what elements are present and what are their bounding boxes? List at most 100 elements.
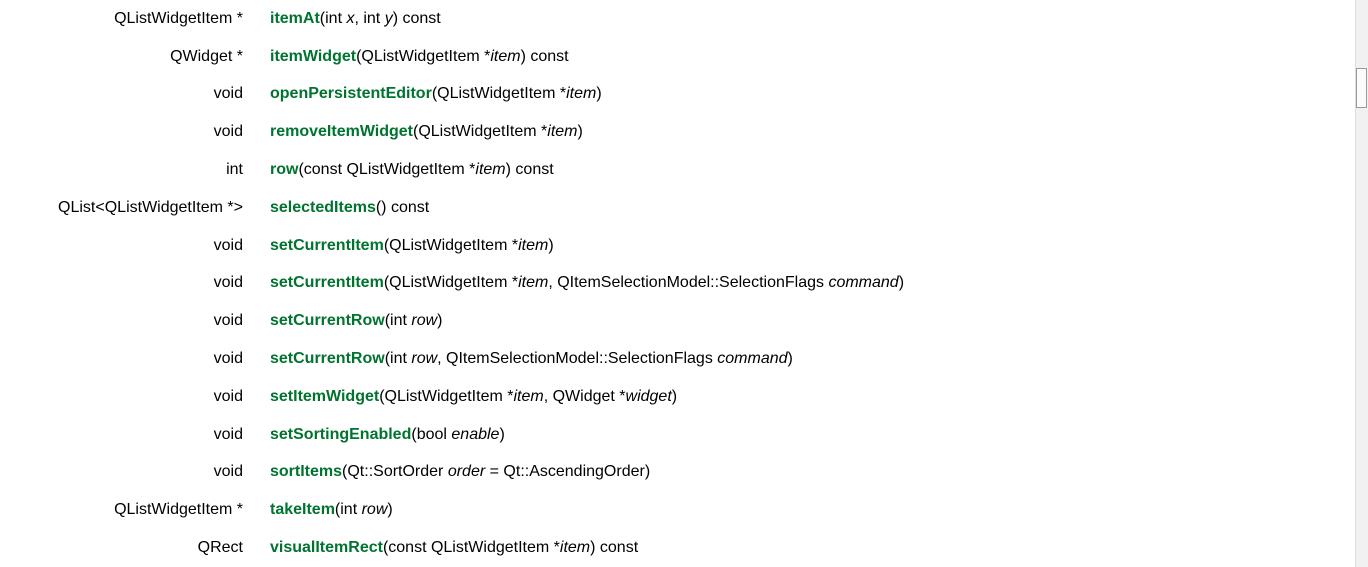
function-link[interactable]: sortItems (270, 463, 343, 481)
signature-args: (QListWidgetItem *item) (384, 237, 554, 254)
param-name: widget (625, 387, 672, 405)
signature-text: (bool (411, 425, 452, 443)
signature-args: (int row) (335, 501, 393, 518)
function-link[interactable]: setItemWidget (270, 387, 380, 405)
signature-text: ) const (520, 47, 569, 65)
function-signature: itemWidget(QListWidgetItem *item) const (270, 48, 569, 66)
function-row: void sortItems(Qt::SortOrder order = Qt:… (0, 454, 1355, 492)
signature-text: ) const (590, 539, 639, 557)
signature-text: (int (319, 9, 347, 27)
function-link[interactable]: row (270, 161, 299, 179)
function-row: QList<QListWidgetItem *> selectedItems()… (0, 189, 1355, 227)
return-type: void (213, 123, 243, 141)
return-type: void (213, 463, 243, 481)
function-row: QRect visualItemRect(const QListWidgetIt… (0, 529, 1355, 567)
function-link[interactable]: setCurrentRow (270, 350, 385, 368)
function-signature: itemAt(int x, int y) const (270, 10, 441, 28)
function-signature: sortItems(Qt::SortOrder order = Qt::Asce… (270, 463, 650, 481)
function-row: QListWidgetItem * takeItem(int row) (0, 491, 1355, 529)
signature-args: (const QListWidgetItem *item) const (298, 161, 553, 178)
signature-args: (int row, QItemSelectionModel::Selection… (385, 350, 793, 367)
param-name: row (361, 501, 388, 519)
signature-text: ) (898, 274, 905, 292)
function-link[interactable]: removeItemWidget (270, 123, 413, 141)
function-row: QWidget * itemWidget(QListWidgetItem *it… (0, 38, 1355, 76)
signature-text: ) const (505, 161, 554, 179)
signature-args: (int x, int y) const (320, 10, 441, 27)
function-signature: selectedItems() const (270, 199, 429, 217)
signature-args: (QListWidgetItem *item) (432, 85, 602, 102)
function-link[interactable]: visualItemRect (270, 539, 383, 557)
return-type: QWidget * (170, 47, 243, 65)
param-name: item (518, 274, 549, 292)
function-signature: row(const QListWidgetItem *item) const (270, 161, 554, 179)
function-signature: setCurrentRow(int row) (270, 312, 442, 330)
signature-text: (QListWidgetItem * (383, 236, 519, 254)
param-name: command (828, 274, 899, 292)
function-signature: setCurrentRow(int row, QItemSelectionMod… (270, 350, 793, 368)
param-name: item (559, 539, 591, 557)
return-type: void (213, 274, 243, 292)
param-name: row (411, 350, 438, 368)
function-signature: setCurrentItem(QListWidgetItem *item, QI… (270, 274, 904, 292)
signature-args: (Qt::SortOrder order = Qt::AscendingOrde… (342, 463, 650, 480)
signature-text: , QItemSelectionModel::SelectionFlags (437, 350, 718, 368)
scrollbar-thumb[interactable] (1356, 68, 1367, 108)
function-row: QListWidgetItem * itemAt(int x, int y) c… (0, 0, 1355, 38)
function-link[interactable]: openPersistentEditor (270, 85, 432, 103)
function-link[interactable]: setCurrentRow (270, 312, 385, 330)
signature-text: ) const (392, 9, 441, 27)
function-link[interactable]: itemAt (270, 9, 320, 27)
signature-text: (const QListWidgetItem * (382, 539, 560, 557)
signature-text: (const QListWidgetItem * (298, 161, 476, 179)
signature-text: = Qt::AscendingOrder) (485, 463, 651, 481)
signature-text: (QListWidgetItem * (383, 274, 519, 292)
signature-args: (int row) (385, 312, 443, 329)
return-type: void (213, 236, 243, 254)
function-row: int row(const QListWidgetItem *item) con… (0, 151, 1355, 189)
param-name: item (475, 161, 506, 179)
signature-args: (const QListWidgetItem *item) const (383, 539, 638, 556)
function-signature: removeItemWidget(QListWidgetItem *item) (270, 123, 583, 141)
signature-args: (QListWidgetItem *item) const (356, 48, 569, 65)
vertical-scrollbar[interactable] (1355, 0, 1368, 567)
signature-args: (bool enable) (411, 426, 504, 443)
param-name: item (566, 85, 597, 103)
return-type: void (213, 425, 243, 443)
return-type: QListWidgetItem * (114, 9, 243, 27)
signature-text: ) (671, 387, 678, 405)
function-link[interactable]: setCurrentItem (270, 236, 384, 254)
param-name: item (547, 123, 578, 141)
function-signature: openPersistentEditor(QListWidgetItem *it… (270, 85, 602, 103)
signature-text: ) (499, 425, 505, 443)
function-link[interactable]: setCurrentItem (270, 274, 384, 292)
function-link[interactable]: itemWidget (270, 47, 357, 65)
function-row: void removeItemWidget(QListWidgetItem *i… (0, 113, 1355, 151)
signature-text: ) (577, 123, 583, 141)
signature-text: () const (375, 198, 430, 216)
function-link[interactable]: selectedItems (270, 198, 376, 216)
signature-text: ) (387, 501, 393, 519)
signature-args: (QListWidgetItem *item, QWidget *widget) (379, 388, 677, 405)
return-type: void (213, 387, 243, 405)
function-row: void setCurrentRow(int row, QItemSelecti… (0, 340, 1355, 378)
function-signature: setSortingEnabled(bool enable) (270, 426, 505, 444)
return-type: QList<QListWidgetItem *> (58, 198, 243, 216)
function-link[interactable]: setSortingEnabled (270, 425, 412, 443)
signature-args: (QListWidgetItem *item) (413, 123, 583, 140)
signature-text: (QListWidgetItem * (413, 123, 548, 141)
signature-text: ) (437, 312, 443, 330)
param-name: order (447, 463, 486, 481)
return-type: int (226, 161, 243, 179)
signature-text: (QListWidgetItem * (356, 47, 491, 65)
signature-text: (int (334, 501, 362, 519)
function-row: void setCurrentItem(QListWidgetItem *ite… (0, 227, 1355, 265)
param-name: command (717, 350, 788, 368)
signature-text: (QListWidgetItem * (379, 387, 514, 405)
param-name: y (384, 9, 393, 27)
signature-args: () const (376, 199, 429, 216)
function-link[interactable]: takeItem (270, 501, 335, 519)
param-name: row (411, 312, 438, 330)
function-row: void setItemWidget(QListWidgetItem *item… (0, 378, 1355, 416)
